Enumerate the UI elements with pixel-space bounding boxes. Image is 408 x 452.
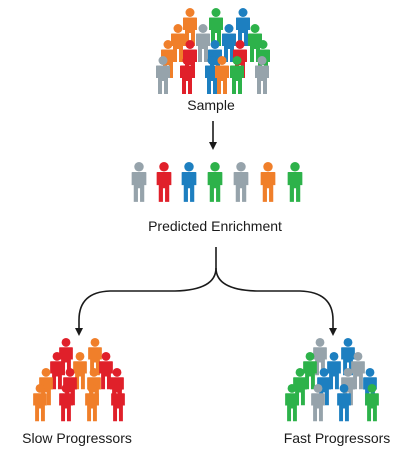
slow-person-icon (85, 384, 99, 422)
predicted-person-icon (233, 162, 249, 202)
slow-person-icon (33, 384, 47, 422)
sample-person-icon (180, 56, 194, 94)
sample-person-icon (196, 24, 210, 62)
sample-person-icon (183, 8, 197, 46)
slow-person-icon (111, 384, 125, 422)
sample-person-icon (209, 8, 223, 46)
predicted-person-icon (131, 162, 147, 202)
sample-person-icon (236, 8, 250, 46)
slow-person-icon (88, 338, 102, 376)
predicted-enrichment-label: Predicted Enrichment (148, 218, 282, 234)
predicted-person-icon (207, 162, 223, 202)
sample-person-icon (156, 56, 170, 94)
fast-progressors-label: Fast Progressors (283, 430, 391, 446)
predicted-person-icon (181, 162, 197, 202)
slow-person-icon (59, 384, 73, 422)
sample-person-icon (230, 56, 244, 94)
slow-progressors-label: Slow Progressors (22, 430, 132, 446)
sample-person-icon (255, 56, 269, 94)
predicted-person-icon (260, 162, 276, 202)
sample-person-icon (215, 56, 229, 94)
slow-person-icon (50, 352, 64, 390)
predicted-person-icon (287, 162, 303, 202)
sample-label: Sample (187, 97, 235, 113)
slow-person-icon (99, 352, 113, 390)
fast-person-icon (311, 384, 325, 422)
fast-person-icon (365, 384, 379, 422)
arrow-branch-slow (75, 267, 217, 336)
fast-person-icon (285, 384, 299, 422)
arrow-branch-fast (215, 267, 337, 336)
fast-person-icon (337, 384, 351, 422)
predicted-person-icon (156, 162, 172, 202)
sample-person-icon (222, 24, 236, 62)
